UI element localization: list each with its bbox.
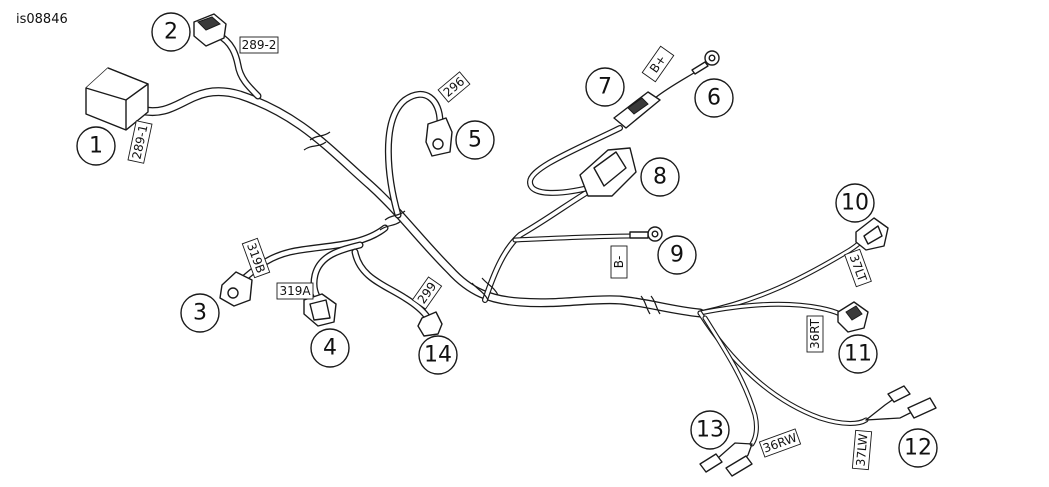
wire-tag-text: B- xyxy=(612,256,626,269)
connector-7 xyxy=(613,91,661,129)
connector-2 xyxy=(193,13,227,47)
callout-number: 11 xyxy=(844,342,872,367)
wire-tag-text: 289-2 xyxy=(242,38,277,52)
wire-tag-text: 36RT xyxy=(808,318,822,349)
callout-1: 1 xyxy=(76,126,116,166)
connector-10 xyxy=(855,217,889,251)
connector-6-ring xyxy=(691,50,720,75)
callout-number: 9 xyxy=(670,243,684,268)
pigtail-13a xyxy=(717,442,753,459)
callout-number: 2 xyxy=(164,20,178,45)
branch-2-core xyxy=(215,32,261,99)
connector-9-ring xyxy=(629,226,663,242)
connector-12 xyxy=(887,385,937,419)
callout-4: 4 xyxy=(310,328,350,368)
branch-14-core xyxy=(352,249,431,321)
main-trunk-core xyxy=(136,88,704,317)
branch-12-core xyxy=(698,311,868,425)
wire-tag-37lw: 37LW xyxy=(851,429,873,471)
callout-10: 10 xyxy=(835,183,875,223)
harness-wires xyxy=(135,31,913,463)
callout-9: 9 xyxy=(657,235,697,275)
branch-13-core xyxy=(703,316,758,446)
branch-5-core xyxy=(386,92,443,218)
callout-3: 3 xyxy=(180,293,220,333)
callout-12: 12 xyxy=(898,428,938,468)
break-mark-2 xyxy=(379,210,406,231)
main-trunk xyxy=(135,87,705,318)
connector-8 xyxy=(579,147,637,197)
wire-tag-b-minus: B- xyxy=(610,245,628,279)
wire-tag-text: 319A xyxy=(279,284,311,298)
callout-2: 2 xyxy=(151,12,191,52)
wire-tag-36rw: 36RW xyxy=(758,428,802,458)
callout-number: 6 xyxy=(707,86,721,111)
connector-13 xyxy=(699,453,753,477)
wire-tag-289-1: 289-1 xyxy=(127,120,153,164)
pigtail-12b xyxy=(865,411,913,421)
callout-7: 7 xyxy=(585,67,625,107)
callout-number: 7 xyxy=(598,75,612,100)
callout-11: 11 xyxy=(838,334,878,374)
callout-number: 1 xyxy=(89,134,103,159)
break-mark-3 xyxy=(471,277,499,301)
callout-number: 3 xyxy=(193,301,207,326)
callout-number: 14 xyxy=(424,343,452,368)
connector-14 xyxy=(417,311,443,337)
callout-number: 12 xyxy=(904,436,932,461)
callout-6: 6 xyxy=(694,78,734,118)
wire-tag-319a: 319A xyxy=(276,282,314,300)
connector-1 xyxy=(85,67,149,131)
wire-tag-b-plus: B+ xyxy=(641,45,675,83)
connectors xyxy=(85,13,937,477)
connector-5 xyxy=(425,117,453,157)
pigtail-12a xyxy=(865,397,896,421)
branch-7-loop-core xyxy=(528,126,622,195)
wire-tags: 289-2 289-1 296 B+ B- 319B 319A 299 xyxy=(127,36,873,471)
callout-5: 5 xyxy=(455,120,495,160)
wire-tag-289-2: 289-2 xyxy=(239,36,279,54)
callouts: 1 2 3 4 5 6 7 8 9 10 11 12 13 14 xyxy=(76,12,938,468)
callout-8: 8 xyxy=(640,157,680,197)
callout-14: 14 xyxy=(418,335,458,375)
wire-tag-text: 37LW xyxy=(854,433,871,467)
callout-number: 8 xyxy=(653,165,667,190)
branch-8 xyxy=(482,182,603,303)
wire-tag-36rt: 36RT xyxy=(806,315,824,353)
callout-number: 5 xyxy=(468,128,482,153)
callout-number: 4 xyxy=(323,336,337,361)
callout-13: 13 xyxy=(690,410,730,450)
connector-3 xyxy=(219,271,253,307)
branch-9-core xyxy=(513,234,634,242)
callout-number: 10 xyxy=(841,191,869,216)
connector-4 xyxy=(303,293,337,327)
branch-12 xyxy=(697,310,869,426)
callout-number: 13 xyxy=(696,418,724,443)
figure-id: is08846 xyxy=(16,12,68,27)
wire-break-marks xyxy=(303,131,661,315)
wire-tag-296: 296 xyxy=(437,71,471,103)
break-mark-1 xyxy=(303,131,331,151)
branch-8-core xyxy=(483,183,602,302)
connector-11 xyxy=(837,301,869,333)
wire-tag-37lt: 37LT xyxy=(844,248,872,288)
branch-11-core xyxy=(698,302,842,316)
break-mark-4 xyxy=(640,295,661,315)
